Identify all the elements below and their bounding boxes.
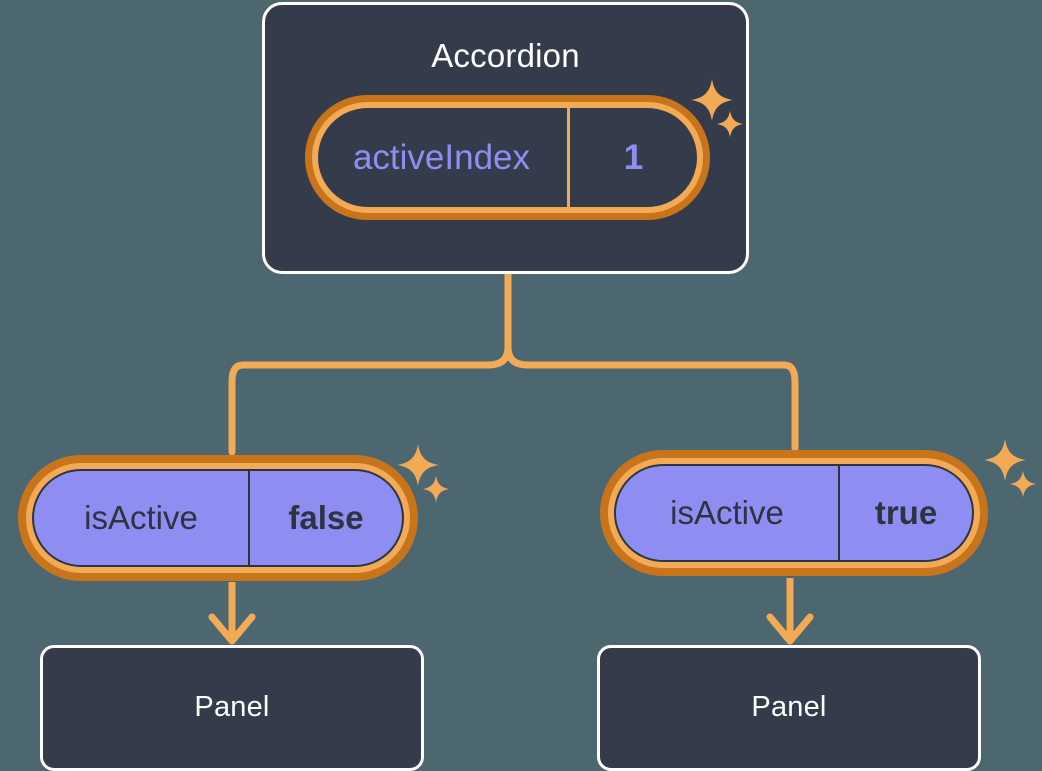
state-value-label: true bbox=[874, 494, 938, 531]
state-value-label: false bbox=[288, 499, 364, 536]
panel-component-card-right[interactable]: Panel bbox=[597, 645, 981, 771]
state-pill-is-active-left[interactable]: isActive false bbox=[18, 455, 418, 581]
state-pill-ring: isActive false bbox=[18, 455, 418, 581]
panel-title: Panel bbox=[194, 691, 270, 723]
state-pill-body: isActive true bbox=[614, 464, 974, 562]
state-pill-ring: isActive true bbox=[600, 450, 988, 576]
state-key-label: activeIndex bbox=[318, 108, 570, 207]
sparkle-small-icon bbox=[422, 475, 450, 503]
state-key-label: isActive bbox=[616, 466, 840, 560]
state-pill-ring: activeIndex 1 bbox=[305, 95, 710, 220]
state-value-label: 1 bbox=[623, 137, 644, 177]
sparkle-icon bbox=[984, 439, 1026, 481]
connector-branch-left bbox=[228, 343, 512, 456]
sparkle-small-icon bbox=[1009, 470, 1037, 498]
state-pill-body: isActive false bbox=[32, 469, 404, 567]
panel-title: Panel bbox=[751, 691, 827, 723]
accordion-title: Accordion bbox=[431, 37, 580, 74]
state-key-label: isActive bbox=[34, 471, 250, 565]
panel-component-card-left[interactable]: Panel bbox=[40, 645, 424, 771]
arrow-head-right-icon bbox=[766, 613, 814, 645]
state-pill-is-active-right[interactable]: isActive true bbox=[600, 450, 988, 576]
state-pill-body: activeIndex 1 bbox=[318, 108, 697, 207]
connector-branch-right bbox=[504, 343, 799, 452]
state-pill-active-index[interactable]: activeIndex 1 bbox=[305, 95, 710, 220]
arrow-head-left-icon bbox=[208, 613, 256, 645]
